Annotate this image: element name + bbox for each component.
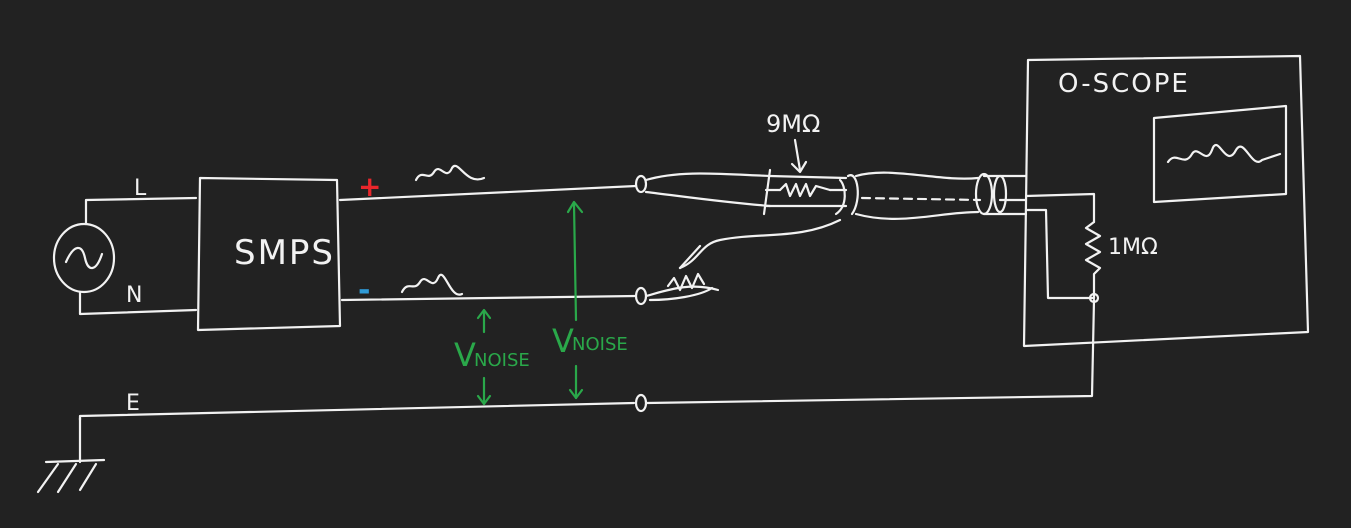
label-line: L bbox=[134, 176, 147, 201]
label-minus: - bbox=[358, 273, 370, 308]
oscilloscope-box bbox=[1022, 54, 1310, 348]
label-input-resistor: 1MΩ bbox=[1108, 235, 1158, 260]
label-probe-resistor: 9MΩ bbox=[766, 110, 820, 138]
probe bbox=[644, 138, 1028, 302]
label-plus: + bbox=[358, 170, 381, 203]
terminal-positive bbox=[634, 174, 648, 194]
noise-wave-icon bbox=[400, 273, 464, 296]
scope-input-wire bbox=[1024, 192, 1096, 224]
noise-wave-icon bbox=[1166, 143, 1282, 164]
wire-earth-scope bbox=[645, 298, 1096, 405]
vnoise-arrow-left bbox=[476, 308, 492, 406]
wire-earth bbox=[78, 401, 636, 422]
vnoise-right-main: V bbox=[552, 322, 574, 360]
scope-ground-node bbox=[1088, 292, 1100, 304]
terminal-negative bbox=[634, 286, 648, 306]
wire-negative bbox=[340, 294, 638, 302]
vnoise-arrow-right bbox=[566, 200, 584, 400]
wire-neutral bbox=[78, 290, 198, 316]
label-earth: E bbox=[126, 391, 140, 416]
wire-positive bbox=[338, 184, 638, 202]
ground-icon bbox=[36, 416, 106, 494]
terminal-earth bbox=[634, 393, 648, 413]
smps-box bbox=[196, 176, 342, 332]
scope-ground-wire bbox=[1024, 208, 1096, 300]
vnoise-left-main: V bbox=[454, 336, 476, 374]
label-neutral: N bbox=[126, 283, 142, 308]
wire-line bbox=[84, 196, 198, 226]
vnoise-right-sub: NOISE bbox=[572, 334, 628, 355]
vnoise-left-sub: NOISE bbox=[474, 350, 530, 371]
scope-input-resistor bbox=[1084, 220, 1102, 300]
scope-screen bbox=[1152, 104, 1288, 204]
noise-wave-icon bbox=[414, 164, 486, 182]
label-smps: SMPS bbox=[234, 233, 335, 273]
ac-source-icon bbox=[52, 222, 116, 294]
label-scope-title: O-SCOPE bbox=[1058, 69, 1190, 99]
